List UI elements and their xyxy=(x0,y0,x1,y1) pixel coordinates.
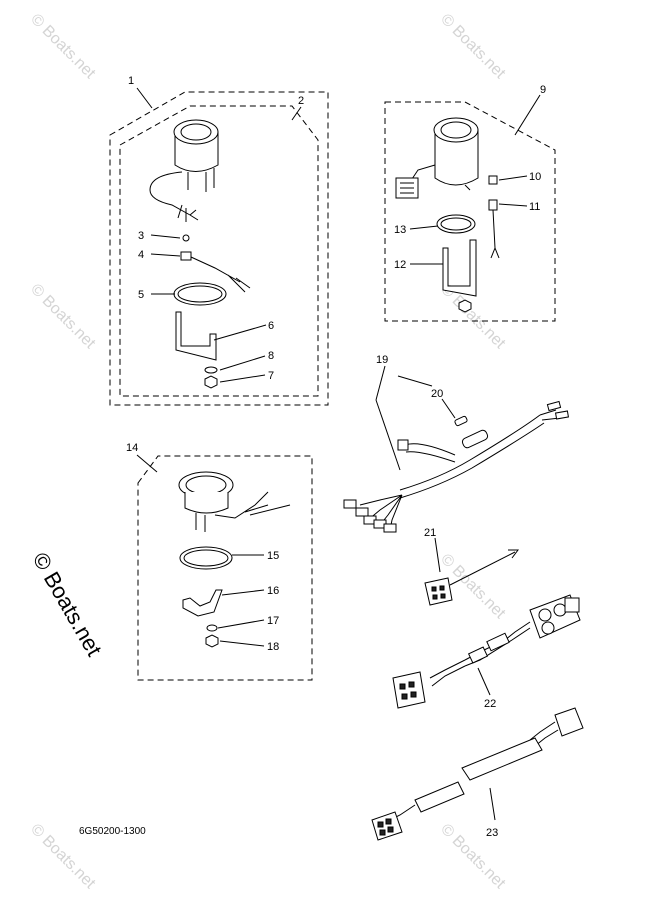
sleeve-icon xyxy=(486,632,510,652)
callout-16: 16 xyxy=(267,585,279,597)
washer-icon xyxy=(206,624,218,632)
boundary-2 xyxy=(119,105,319,397)
wire-harness xyxy=(214,491,291,519)
leader-9 xyxy=(514,94,541,136)
gauge-icon xyxy=(433,117,479,191)
gauge-icon xyxy=(178,471,234,532)
diagram-code: 6G50200-1300 xyxy=(79,826,146,837)
callout-3: 3 xyxy=(138,230,144,242)
group-14-gauge-assembly: 14 15 16 17 18 xyxy=(126,442,313,681)
callout-2: 2 xyxy=(298,95,304,107)
terminal-icon xyxy=(488,175,498,185)
watermark-text: © Boats.net xyxy=(437,11,509,83)
callout-13: 13 xyxy=(394,224,406,236)
fuse-icon xyxy=(454,415,468,427)
connector-arrow xyxy=(449,551,516,586)
callout-22: 22 xyxy=(484,698,496,710)
fuse-holder-icon xyxy=(461,429,489,449)
callout-21: 21 xyxy=(424,527,436,539)
callout-14: 14 xyxy=(126,442,138,454)
watermark-text: © Boats.net xyxy=(27,11,99,83)
bracket-icon xyxy=(175,311,217,361)
callout-4: 4 xyxy=(138,249,144,261)
callout-15: 15 xyxy=(267,550,279,562)
watermark-large: © Boats.net xyxy=(28,548,107,660)
connector-icon xyxy=(397,439,409,451)
connector-block-icon xyxy=(424,577,453,606)
group-9-tachometer-assembly: 9 10 11 13 12 xyxy=(384,84,556,322)
callout-19: 19 xyxy=(376,354,388,366)
leader-14 xyxy=(136,454,158,473)
group-23-extension-harness: 23 xyxy=(371,707,584,841)
tube-sleeve-icon xyxy=(461,737,543,781)
tube-sleeve-icon xyxy=(414,781,465,813)
screw-icon xyxy=(182,234,190,242)
callout-17: 17 xyxy=(267,615,279,627)
connector-icon xyxy=(554,707,584,737)
callout-8: 8 xyxy=(268,350,274,362)
washer-icon xyxy=(204,366,218,374)
callout-18: 18 xyxy=(267,641,279,653)
bracket-icon xyxy=(442,239,477,297)
callout-1: 1 xyxy=(128,75,134,87)
sender-wire xyxy=(190,256,251,293)
callout-12: 12 xyxy=(394,259,406,271)
watermark-text: © Boats.net xyxy=(27,281,99,353)
callout-6: 6 xyxy=(268,320,274,332)
nut-icon xyxy=(204,375,218,389)
boundary-1 xyxy=(109,91,329,406)
callout-23: 23 xyxy=(486,827,498,839)
bracket-icon xyxy=(182,589,223,617)
terminal-icon xyxy=(488,199,498,211)
callout-11: 11 xyxy=(529,201,540,213)
leader-2 xyxy=(291,106,302,121)
nut-icon xyxy=(205,634,219,648)
gauge-icon xyxy=(173,119,219,192)
gasket-ring-icon xyxy=(179,546,233,570)
leader-1 xyxy=(136,87,153,109)
group-19-wiring-harness: 19 20 xyxy=(343,354,570,533)
callout-20: 20 xyxy=(431,388,443,400)
group-1-speedometer-assembly: 1 2 3 4 5 6 8 7 xyxy=(109,75,329,406)
callout-10: 10 xyxy=(529,171,541,183)
sender-icon xyxy=(180,251,192,261)
group-21-connector: 21 xyxy=(424,527,519,606)
callout-5: 5 xyxy=(138,289,144,301)
harness-main xyxy=(399,414,541,491)
group-22-adapter-harness: 22 xyxy=(392,594,581,710)
wire-harness xyxy=(149,171,191,216)
nut-icon xyxy=(458,299,472,313)
connector-block-icon xyxy=(392,671,426,709)
callout-9: 9 xyxy=(540,84,546,96)
callout-7: 7 xyxy=(268,370,274,382)
